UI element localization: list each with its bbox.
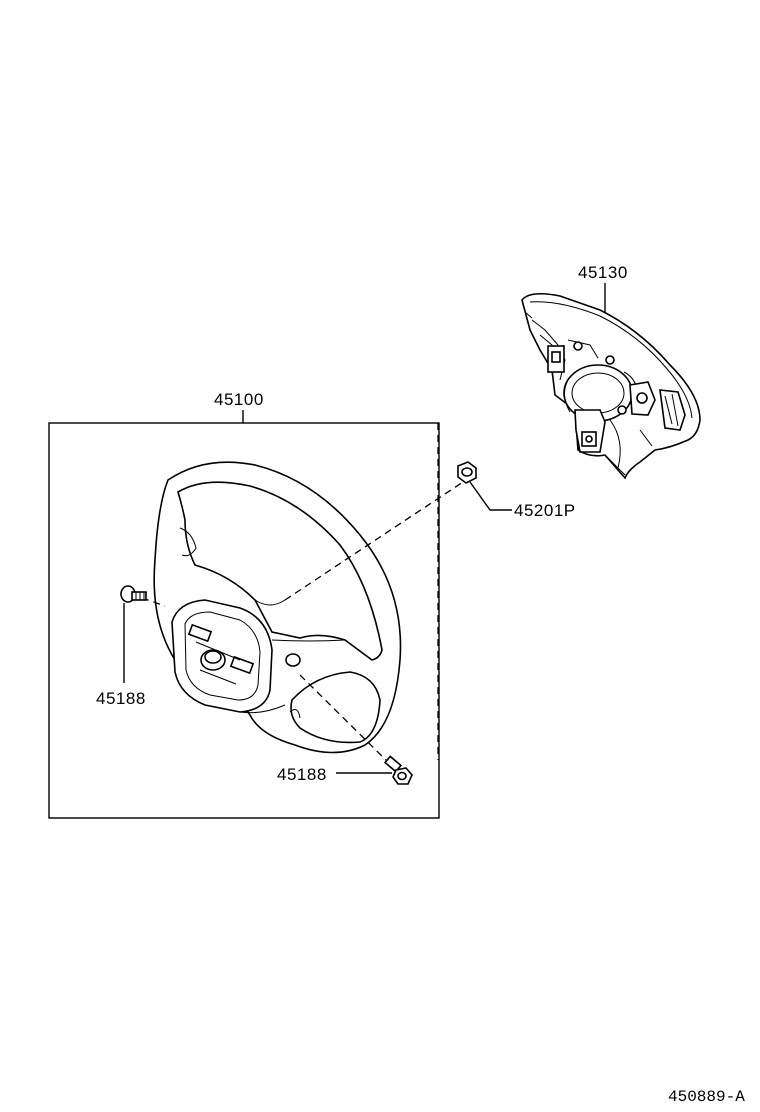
part-label-45130: 45130 xyxy=(578,263,628,282)
part-label-45100: 45100 xyxy=(214,390,264,409)
assembly-line-nut xyxy=(284,479,467,601)
part-label-45188-bottom: 45188 xyxy=(277,765,327,784)
steering-wheel xyxy=(153,461,402,754)
screw-left-45188 xyxy=(120,585,147,603)
diagram-reference-code: 450889-A xyxy=(668,1088,745,1106)
wheel-group-frame xyxy=(48,422,440,819)
screw-bottom-45188 xyxy=(383,755,413,785)
part-label-45188-left: 45188 xyxy=(96,689,146,708)
assembly-line-bottom-screw xyxy=(299,674,393,767)
part-label-45201p: 45201P xyxy=(514,501,576,520)
nut-45201p xyxy=(457,461,477,484)
leader-45201p xyxy=(469,481,512,511)
horn-pad-assembly xyxy=(521,292,701,480)
